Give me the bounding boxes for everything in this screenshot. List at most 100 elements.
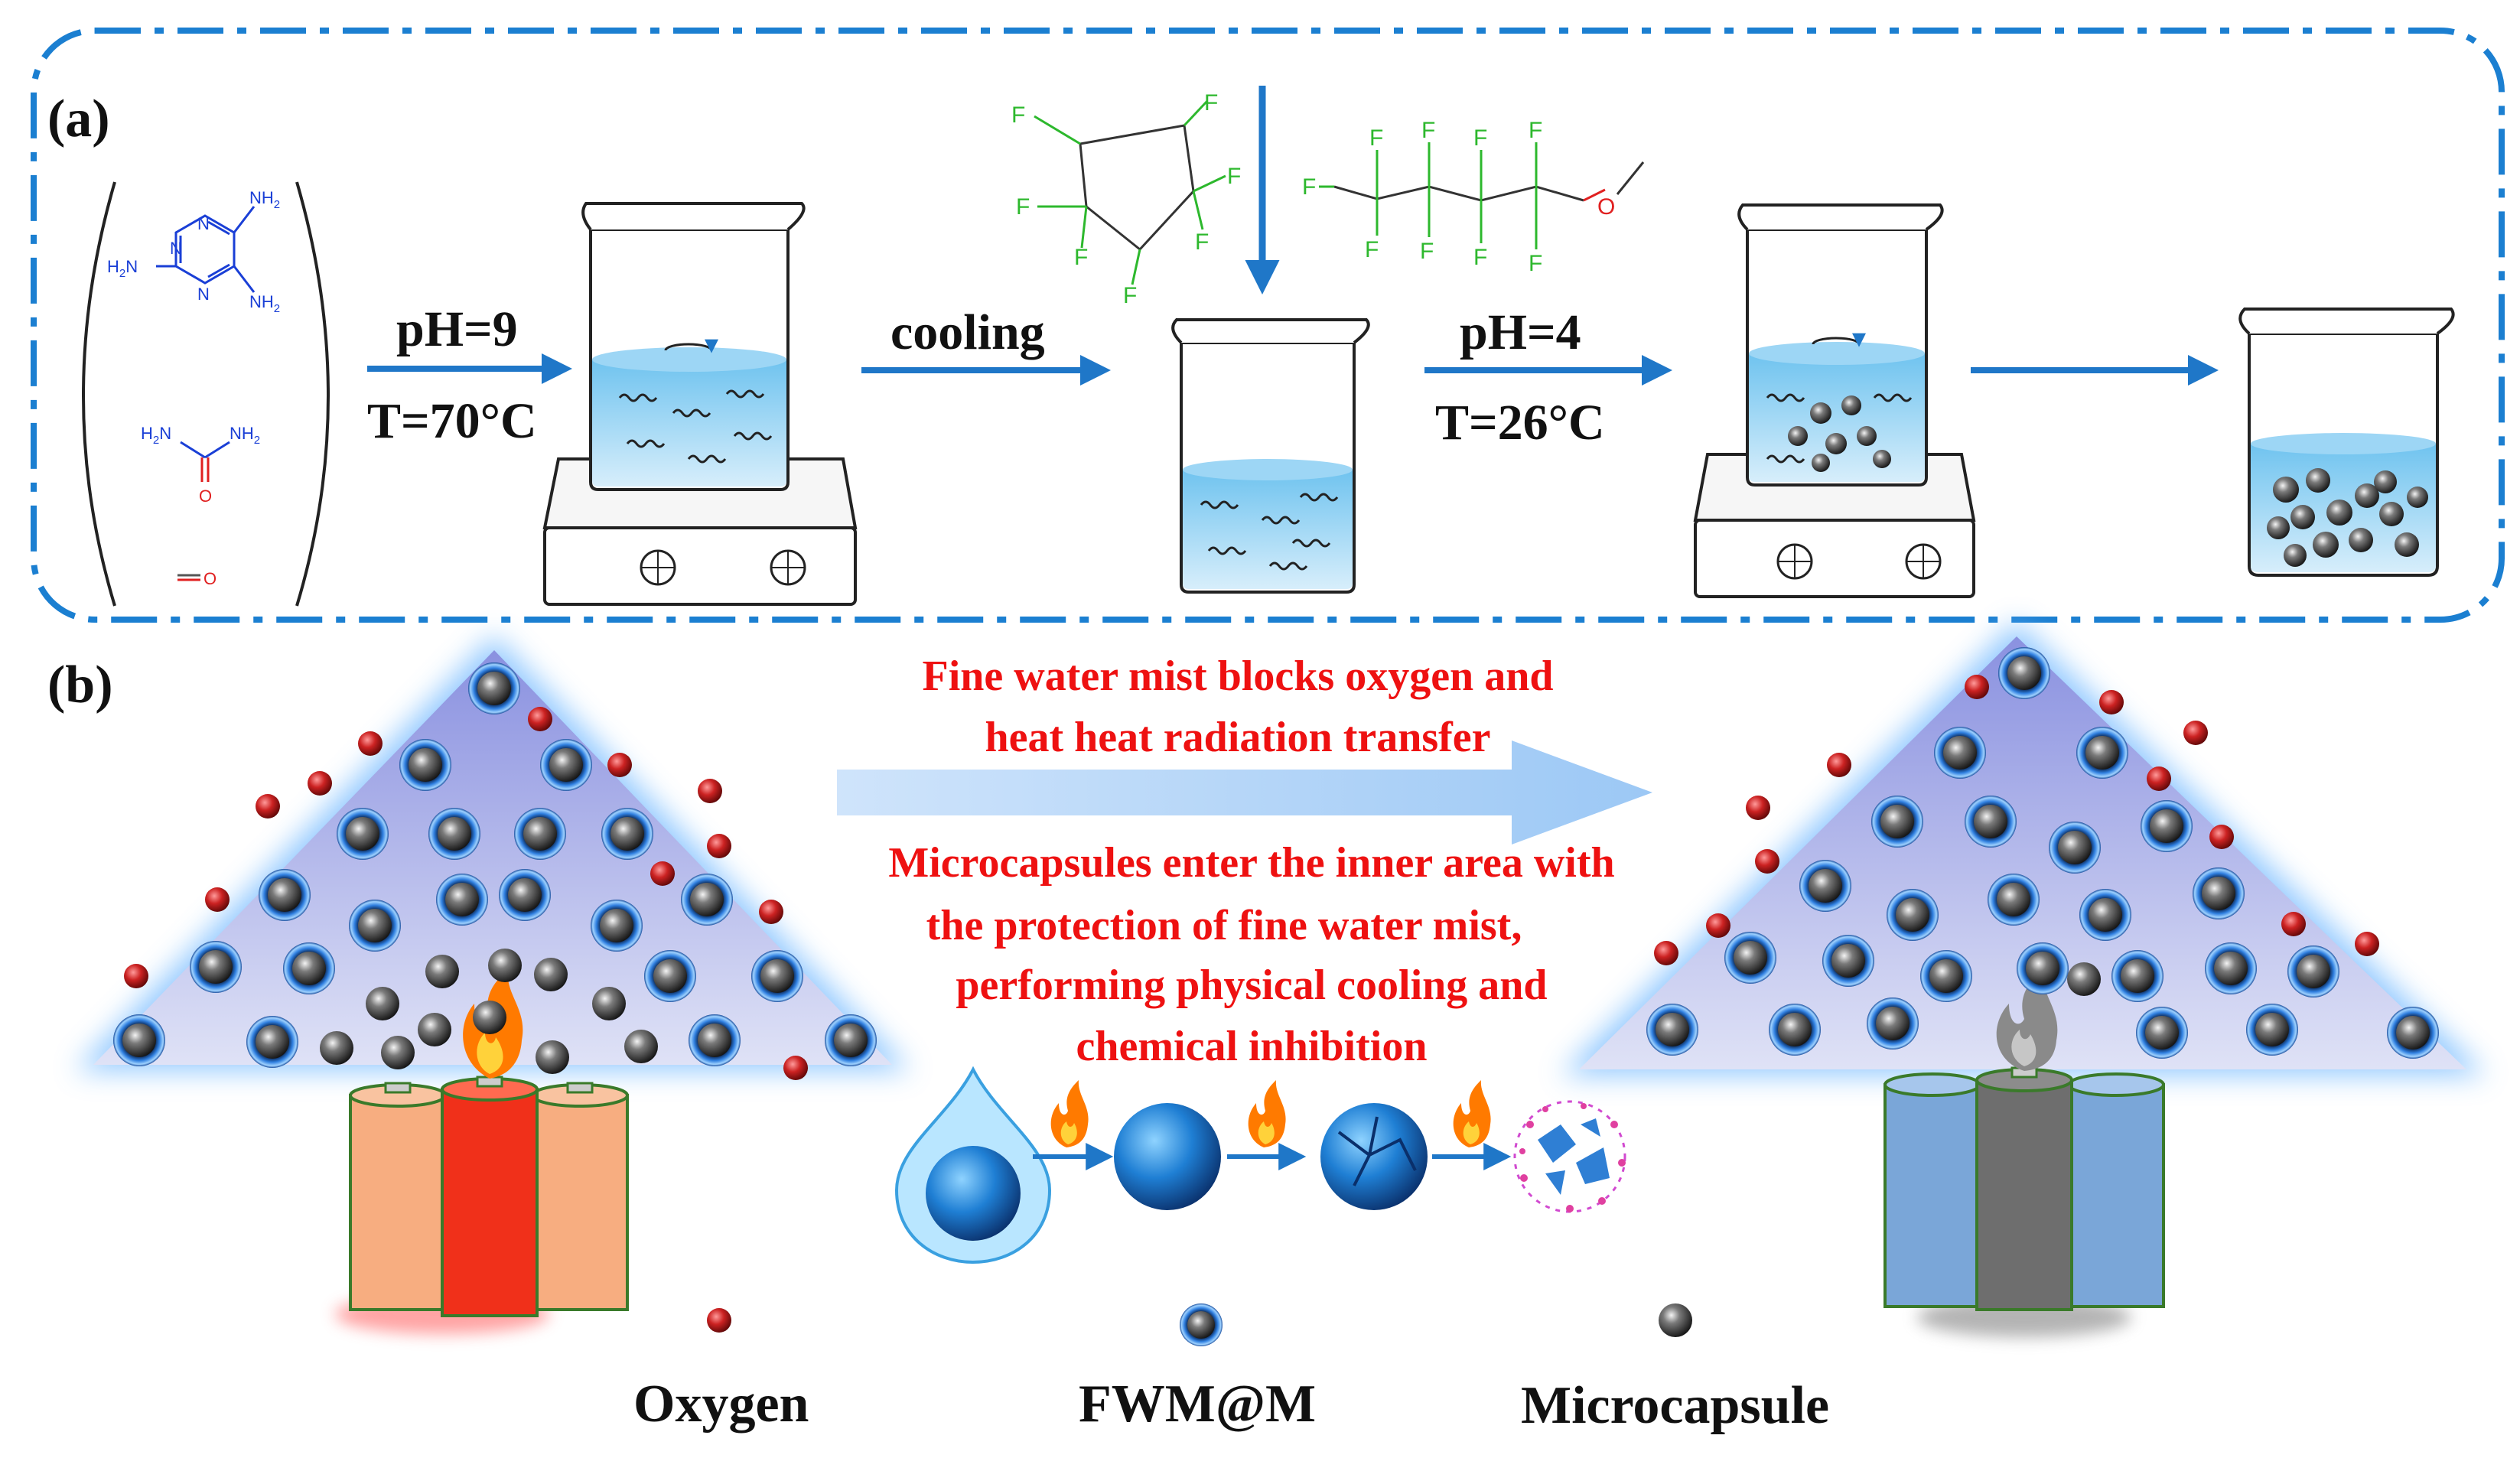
fwm-particle	[514, 808, 566, 860]
formaldehyde-molecule: O	[177, 569, 217, 588]
flame-icon	[1453, 1080, 1491, 1147]
caption-bottom-line-3: performing physical cooling and	[956, 962, 1547, 1009]
fluoroether-molecule: F F F F F F F F F O	[1302, 118, 1645, 276]
fluorine-atom: F	[1369, 125, 1383, 151]
fwm-particle	[2136, 1007, 2188, 1059]
fwm-particle	[1867, 997, 1919, 1050]
forming-microcapsules	[1766, 393, 1913, 472]
microcapsule-particle	[536, 1040, 569, 1074]
flame-icon	[1050, 1080, 1089, 1147]
oxygen-particle	[607, 753, 632, 777]
left-battery-pack	[335, 970, 629, 1334]
fwm-particle	[751, 950, 803, 1002]
panel-a-border	[31, 28, 2505, 623]
formaldehyde-o: O	[203, 569, 217, 588]
fwm-particle	[2246, 1004, 2298, 1056]
step-1-temp: T=70°C	[367, 393, 537, 449]
oxygen-particle	[1654, 941, 1678, 965]
urea-h2n: H2N	[141, 424, 171, 447]
step-2: cooling	[861, 304, 1111, 386]
melamine-h2n-left: H2N	[107, 257, 138, 280]
fwm-particle	[283, 942, 335, 994]
oxygen-particle	[308, 771, 332, 796]
oxygen-particle	[2209, 825, 2234, 849]
melamine-nh2-bottom: NH2	[249, 292, 280, 315]
oxygen-atom: O	[1597, 194, 1615, 220]
melamine-n-3: N	[197, 285, 210, 304]
battery-icon	[1883, 1072, 1981, 1308]
melamine-molecule: N N N NH2 H2N NH2	[107, 188, 280, 315]
fwm-particle	[825, 1014, 877, 1066]
battery-icon	[1975, 1066, 2073, 1311]
oxygen-particle	[783, 1056, 808, 1080]
legend: Oxygen FWM@M Microcapsule	[633, 1303, 1829, 1435]
smoke-icon	[1996, 970, 2058, 1071]
oxygen-particle	[256, 794, 280, 818]
microcapsule-particle	[592, 987, 626, 1020]
big-right-arrow-icon	[837, 740, 1652, 845]
microcapsule-sphere	[1114, 1103, 1221, 1210]
oxygen-particle	[205, 887, 230, 912]
fluorine-atom: F	[1473, 245, 1487, 270]
fwm-particle	[337, 808, 389, 860]
fwm-particle	[2017, 942, 2069, 994]
capsule-process-sequence	[894, 1066, 1626, 1264]
fluorine-atom: F	[1529, 251, 1542, 276]
cracked-capsule	[1320, 1103, 1428, 1210]
flame-icon	[1248, 1080, 1286, 1147]
step-3: pH=4 T=26°C	[1424, 304, 1672, 451]
fluorocyclopentane-molecule: F F F F F F F	[1011, 90, 1241, 308]
oxygen-particle	[358, 731, 383, 756]
battery-icon	[349, 1082, 447, 1311]
fluorine-atom: F	[1011, 103, 1025, 128]
melamine-n-2: N	[170, 239, 182, 258]
step-1-ph: pH=9	[396, 301, 518, 357]
fwm-particle	[1871, 796, 1923, 848]
urea-o: O	[199, 487, 212, 506]
oxygen-particle	[124, 964, 148, 988]
burst-capsule	[1513, 1100, 1626, 1213]
oxygen-particle	[528, 707, 552, 731]
fwm-particle	[436, 874, 488, 926]
fluorine-atom: F	[1123, 283, 1137, 308]
fluorine-atom: F	[1302, 174, 1316, 200]
legend-fwm-label: FWM@M	[1079, 1375, 1316, 1434]
fwm-particle	[1799, 860, 1851, 912]
fwm-particle	[2049, 822, 2101, 874]
caption-bottom-line-2: the protection of fine water mist,	[926, 902, 1522, 949]
fwm-particle	[1998, 647, 2050, 699]
fwm-particle	[499, 869, 551, 921]
legend-oxygen-label: Oxygen	[633, 1375, 809, 1434]
fwm-particle	[246, 1016, 298, 1068]
microcapsule-particle	[320, 1031, 353, 1065]
urea-molecule: H2N NH2 O	[141, 424, 260, 506]
fwm-particle	[2079, 889, 2131, 941]
oxygen-particle	[2099, 690, 2124, 714]
battery-icon	[531, 1082, 629, 1311]
fwm-particle	[2287, 945, 2339, 997]
oxygen-particle	[1755, 849, 1779, 874]
fwm-particle	[1724, 932, 1776, 984]
step-1: pH=9 T=70°C	[367, 301, 572, 449]
fwm-particle	[113, 1014, 165, 1066]
beaker-icon	[581, 202, 806, 491]
microcapsule-particle	[418, 1013, 451, 1046]
microcapsule-particle	[534, 958, 568, 991]
fwm-particle	[2205, 942, 2257, 994]
battery-icon	[441, 1076, 539, 1317]
fwm-particle	[601, 808, 653, 860]
legend-microcapsule-label: Microcapsule	[1521, 1376, 1829, 1435]
fwm-particle	[349, 900, 401, 952]
fwm-particle	[399, 739, 451, 791]
step-3-ph: pH=4	[1460, 304, 1581, 360]
caption-top-line-1: Fine water mist blocks oxygen and	[923, 653, 1554, 700]
oxygen-particle	[2183, 721, 2208, 745]
melamine-nh2-top: NH2	[249, 188, 280, 211]
microcapsule-cluster	[2267, 468, 2428, 567]
fwm-particle	[689, 1014, 741, 1066]
fluorine-atom: F	[1227, 164, 1241, 189]
fwm-particle	[1769, 1004, 1821, 1056]
oxygen-particle	[759, 900, 783, 924]
caption-bottom: Microcapsules enter the inner area with …	[888, 839, 1614, 1070]
microcapsule-particle	[624, 1030, 658, 1063]
